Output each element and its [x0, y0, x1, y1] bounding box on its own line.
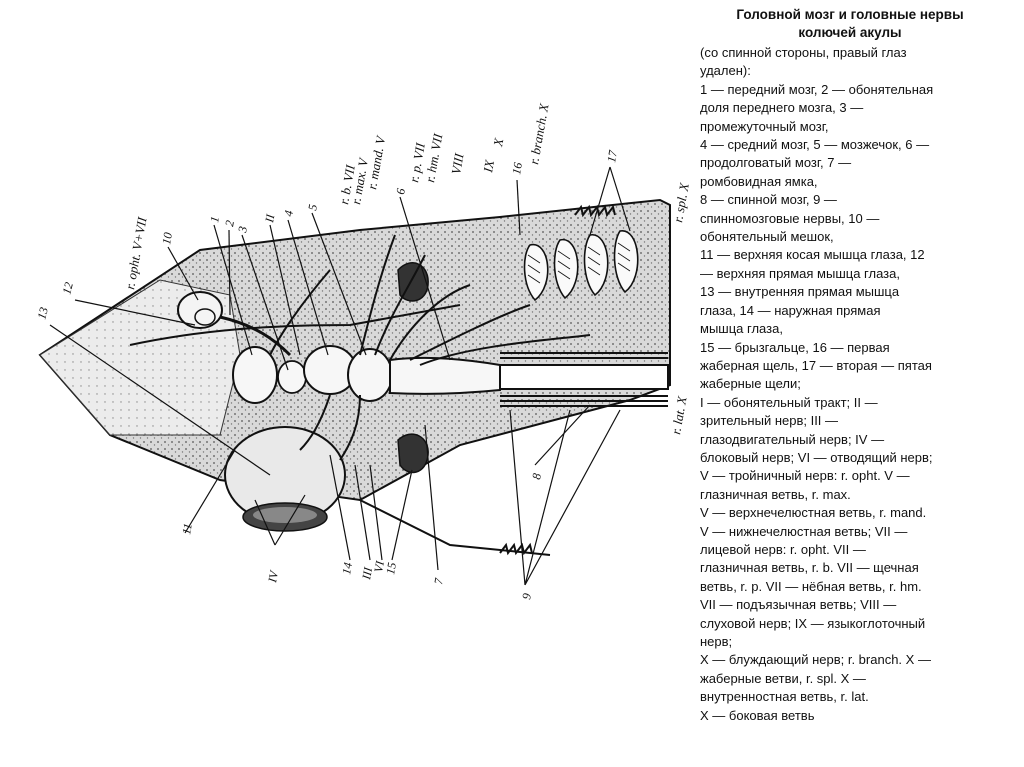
- legend-line: продолговатый мозг, 7 —: [700, 155, 852, 171]
- olfactory-sac-inner: [194, 308, 216, 326]
- legend-line: 1 — передний мозг, 2 — обонятельная: [700, 81, 934, 97]
- label-16: 16: [509, 161, 525, 175]
- legend-line: глазничная ветвь, r. b. VII — щечная: [700, 560, 919, 576]
- diagram-svg: r. opht. V+VII r. b. VII r. max. V r. ma…: [34, 101, 692, 600]
- legend-line: жаберная щель, 17 — вторая — пятая: [700, 357, 932, 373]
- legend-line: 8 — спинной мозг, 9 —: [700, 192, 837, 208]
- label-5: 5: [305, 203, 320, 211]
- legend-panel: Головной мозг и головные нервы колючей а…: [700, 6, 1000, 725]
- label-viii: VIII: [448, 152, 467, 176]
- label-17: 17: [604, 148, 620, 163]
- label-ix: IX: [480, 158, 497, 175]
- legend-line: внутренностная ветвь, r. lat.: [700, 689, 869, 705]
- label-vi: VI: [371, 559, 387, 574]
- legend-line: I — обонятельный тракт; II —: [700, 394, 878, 410]
- gill-slits: [523, 230, 639, 302]
- legend-line: слуховой нерв; IX — языкоглоточный: [700, 615, 926, 631]
- legend-line: 4 — средний мозг, 5 — мозжечок, 6 —: [700, 137, 930, 153]
- legend-line: лицевой нерв: r. opht. VII —: [700, 541, 866, 557]
- legend-subtitle-line2: удален):: [700, 63, 751, 79]
- label-r-opht-v-vii: r. opht. V+VII: [122, 215, 150, 290]
- label-iv: IV: [265, 568, 281, 584]
- label-1: 1: [207, 215, 222, 223]
- label-15: 15: [383, 561, 399, 575]
- legend-line: жаберные ветви, r. spl. X —: [700, 670, 866, 686]
- label-r-b-vii: r. b. VII: [336, 163, 358, 205]
- label-r-hm-vii: r. hm. VII: [422, 132, 445, 184]
- label-r-mand-v: r. mand. V: [364, 133, 388, 190]
- diencephalon: [277, 360, 307, 394]
- label-ii-top: II: [262, 212, 278, 224]
- legend-line: нерв;: [700, 634, 733, 649]
- label-r-lat-x: r. lat. X: [668, 394, 690, 435]
- spinal-nerve-stripes-lower: [500, 395, 668, 407]
- leader-lines: [49, 166, 631, 586]
- legend-line: спинномозговые нервы, 10 —: [700, 210, 880, 226]
- legend-line: V — тройничный нерв: r. opht. V —: [700, 468, 910, 484]
- legend-line: ветвь, r. p. VII — нёбная ветвь, r. hm.: [700, 578, 922, 594]
- legend-line: глазодвигательный нерв; IV —: [700, 431, 885, 447]
- label-r-p-vii: r. p. VII: [406, 141, 428, 183]
- legend-line: промежуточный мозг,: [700, 118, 829, 134]
- label-iii: III: [359, 565, 375, 581]
- label-9: 9: [519, 592, 534, 600]
- label-x: X: [490, 136, 507, 148]
- cerebellum: [347, 348, 393, 402]
- spinal-nerve-stripes-upper: [500, 352, 668, 359]
- label-4: 4: [281, 209, 296, 217]
- legend-line: X — боковая ветвь: [700, 707, 815, 723]
- legend-line: X — блуждающий нерв; r. branch. X —: [700, 652, 931, 668]
- legend-line: 15 — брызгальце, 16 — первая: [700, 339, 890, 355]
- legend-line: 13 — внутренняя прямая мышца: [700, 284, 900, 300]
- legend-title-line2: колючей акулы: [798, 25, 902, 40]
- legend-line: доля переднего мозга, 3 —: [700, 100, 864, 116]
- lens: [253, 507, 317, 523]
- legend-subtitle-line1: (со спинной стороны, правый глаз: [700, 45, 907, 60]
- number-labels: 1 2 3 II 4 5 6 10 12 13 16 17 8 11 IV 14…: [34, 148, 620, 600]
- legend-lines: 1 — передний мозг, 2 — обонятельная доля …: [700, 81, 1000, 725]
- legend-line: V — нижнечелюстная ветвь; VII —: [700, 523, 908, 539]
- label-3: 3: [235, 225, 250, 234]
- shark-brain-diagram: r. opht. V+VII r. b. VII r. max. V r. ma…: [30, 55, 702, 667]
- legend-line: обонятельный мешок,: [700, 229, 834, 245]
- label-6: 6: [393, 187, 408, 195]
- legend-line: — верхняя прямая мышца глаза,: [700, 265, 900, 281]
- label-r-branch-x: r. branch. X: [526, 101, 552, 165]
- legend-line: глазничная ветвь, r. max.: [700, 486, 851, 502]
- label-7: 7: [431, 576, 446, 585]
- label-13: 13: [34, 306, 51, 321]
- medulla: [389, 356, 501, 395]
- spiracle-lower: [397, 433, 429, 474]
- legend-line: VII — подъязычная ветвь; VIII —: [700, 597, 897, 613]
- label-2: 2: [222, 219, 237, 227]
- olfactory-tract: [219, 315, 292, 357]
- label-10: 10: [159, 231, 175, 245]
- legend-line: V — верхнечелюстная ветвь, r. mand.: [700, 505, 927, 521]
- spinal-cord: [499, 364, 669, 390]
- upper-teeth: [574, 204, 616, 218]
- legend-line: мышца глаза,: [700, 321, 783, 337]
- label-12: 12: [59, 281, 76, 296]
- legend-line: зрительный нерв; III —: [700, 413, 839, 429]
- gill-filament-lines: [527, 242, 631, 284]
- legend-line: жаберные щели;: [700, 376, 801, 392]
- forebrain: [232, 346, 278, 404]
- legend-line: глаза, 14 — наружная прямая: [700, 302, 881, 318]
- legend-title-line1: Головной мозг и головные нервы: [736, 7, 964, 22]
- cranial-nerves: [129, 234, 591, 461]
- label-8: 8: [529, 472, 544, 480]
- label-r-spl-x: r. spl. X: [670, 181, 692, 224]
- legend-line: ромбовидная ямка,: [700, 173, 818, 189]
- legend-line: блоковый нерв; VI — отводящий нерв;: [700, 449, 933, 465]
- label-14: 14: [339, 561, 355, 575]
- lower-teeth: [499, 542, 533, 556]
- legend-line: 11 — верхняя косая мышца глаза, 12: [700, 247, 925, 263]
